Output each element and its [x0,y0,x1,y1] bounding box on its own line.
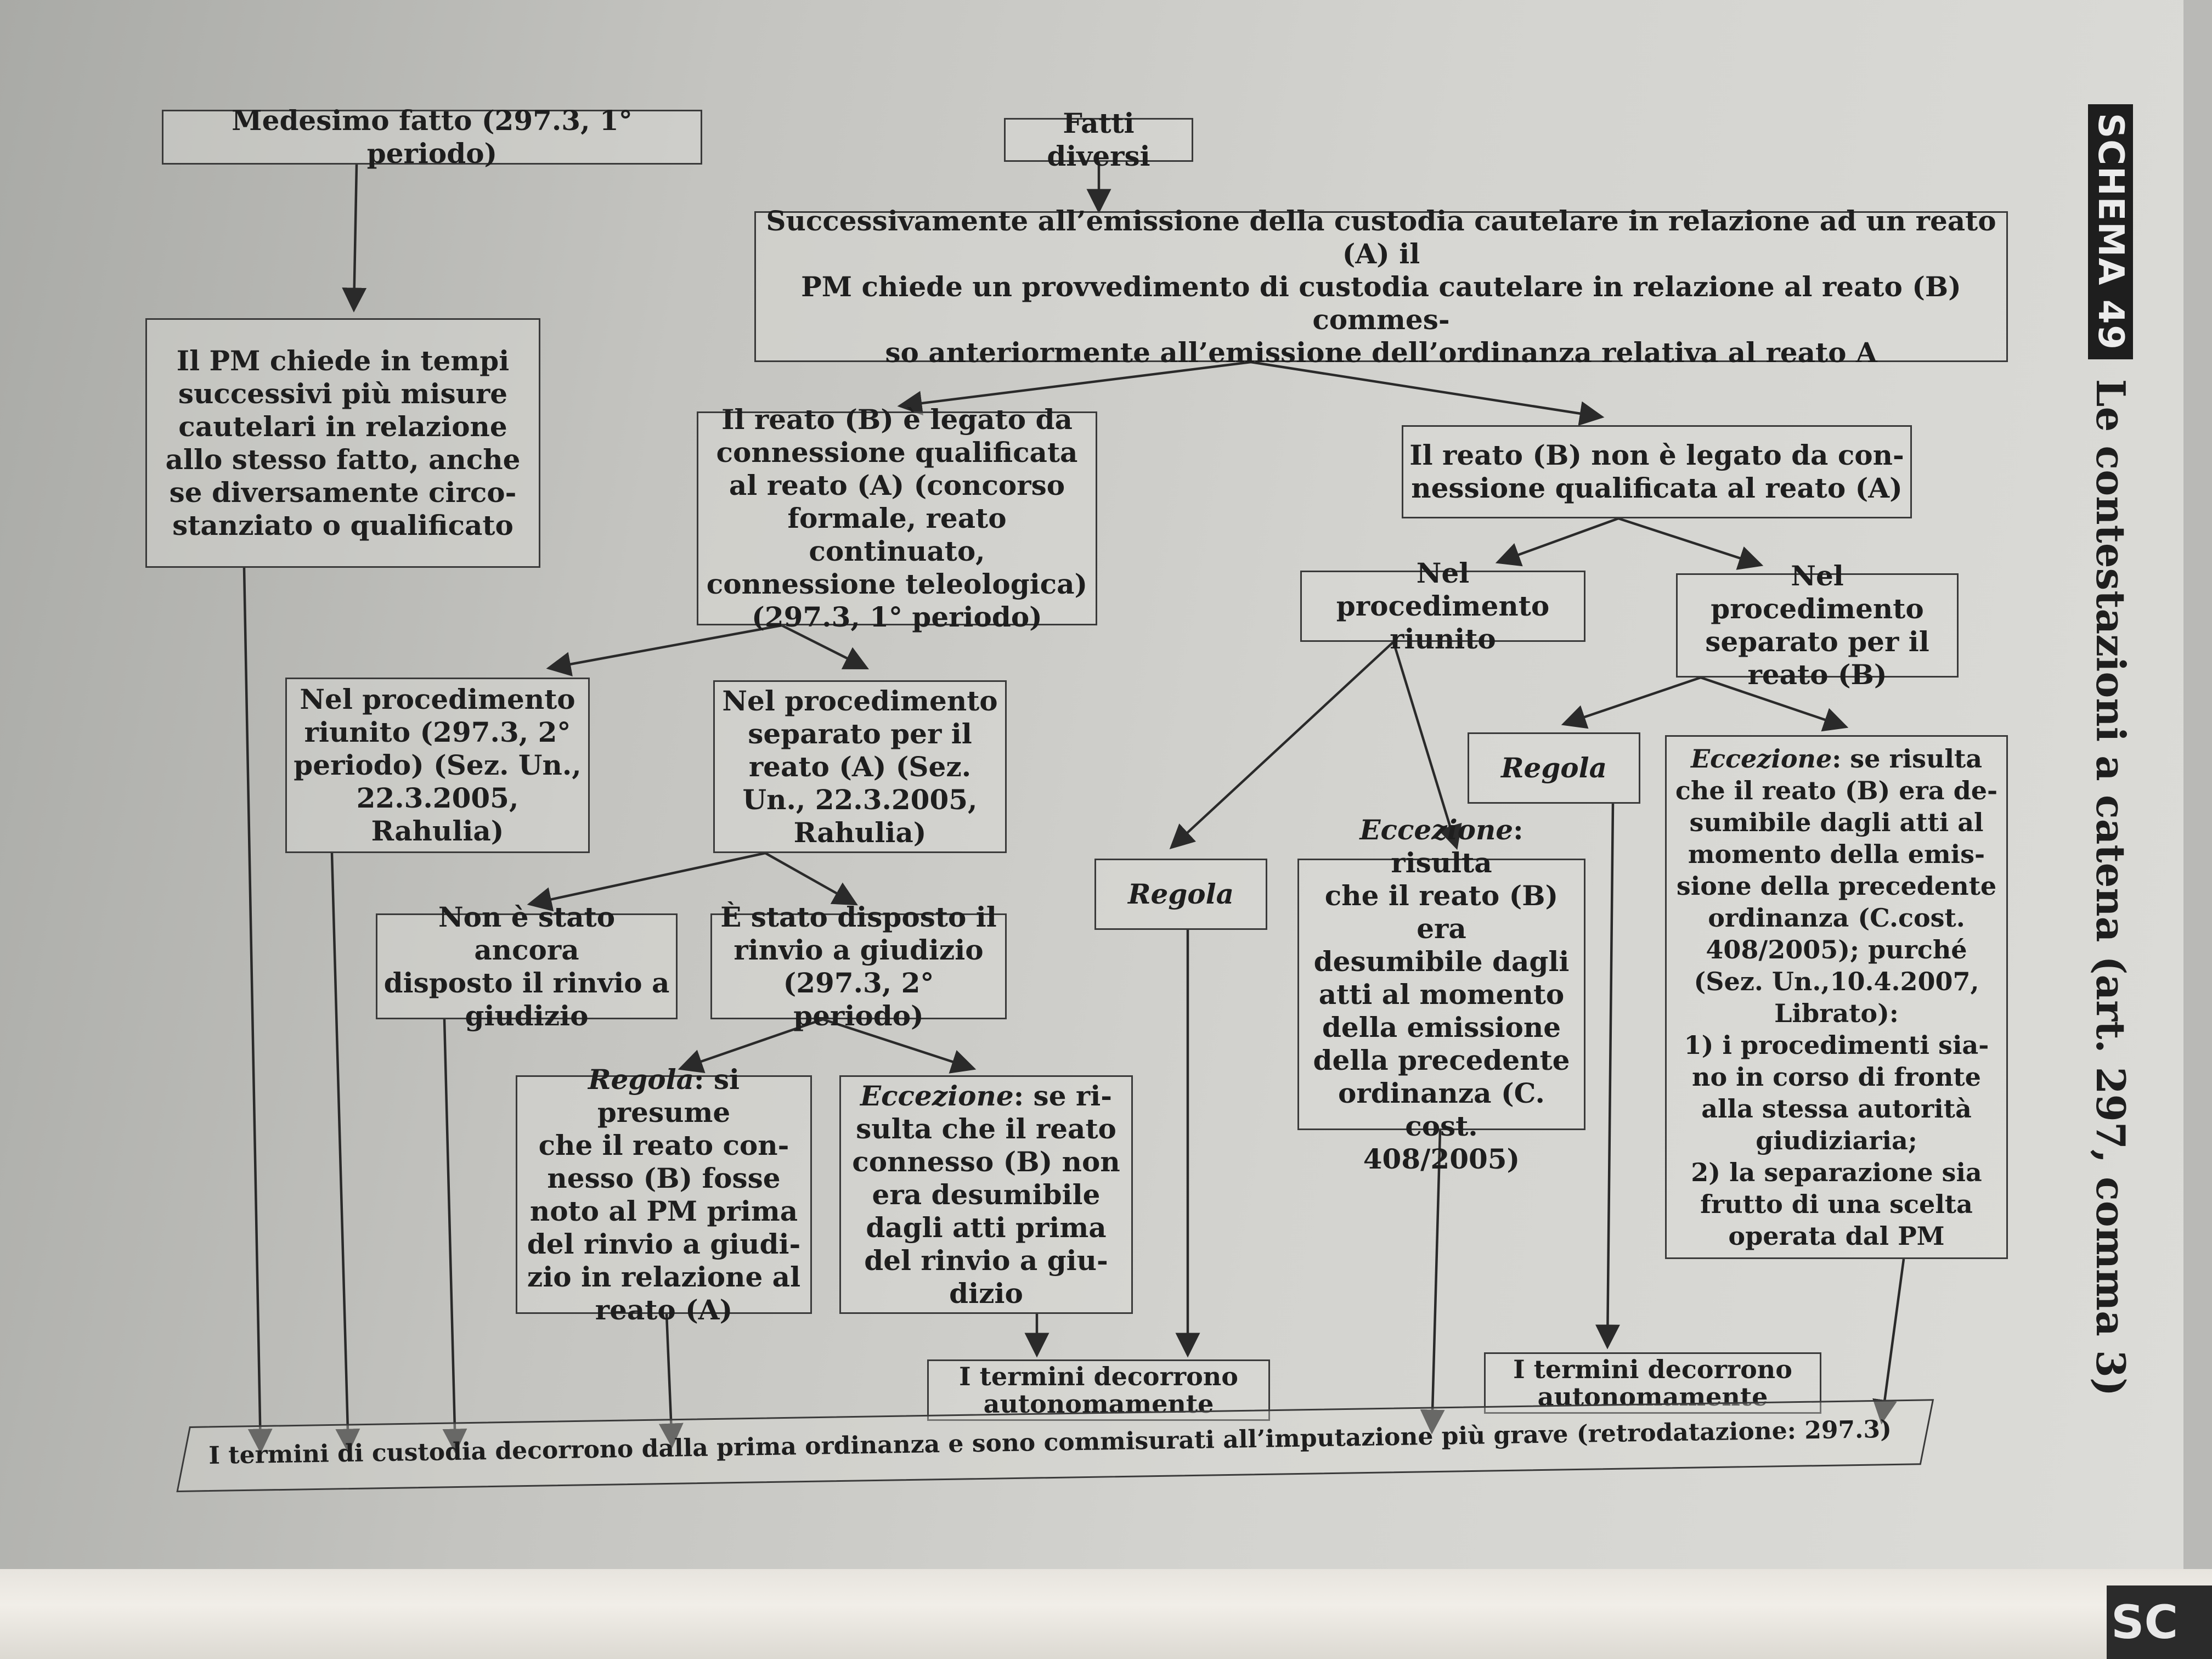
pm-chiede-box: Il PM chiede in tempi successivi più mis… [145,318,540,568]
regola-right-box: Regola [1468,732,1640,804]
arrow [1420,1130,1445,1435]
medesimo-fatto-box: Medesimo fatto (297.3, 1° periodo) [162,104,702,170]
arrow [678,1018,823,1074]
arrow [1169,641,1395,850]
successivamente-box: Successivamente all’emissione della cust… [754,205,2008,369]
termini-autonomi-box-2: I termini decorrono autonomamente [1484,1352,1821,1414]
page-edge [0,1569,2212,1659]
proc-riunito-left-box: Nel procedimento riunito (297.3, 2° peri… [285,678,590,853]
arrow [1250,360,1605,426]
legato-connessione-box: Il reato (B) è legato da connessione qua… [697,403,1097,633]
arrow [781,624,870,670]
arrow [1561,676,1701,729]
arrow [1392,641,1462,850]
proc-separato-right-box: Nel procedimento separato per il reato (… [1676,560,1959,691]
arrow [330,853,360,1454]
regola-mid-box: Regola [1094,859,1267,930]
proc-riunito-right-box: Nel procedimento riunito [1300,557,1585,655]
arrow [658,1313,684,1448]
arrow [242,567,273,1454]
arrow [546,624,782,676]
non-disposto-box: Non è stato ancora disposto il rinvio a … [376,901,678,1032]
schema-badge: SCHEMA 49 [2088,104,2134,359]
proc-separato-left-box: Nel procedimento separato per il reato (… [713,680,1007,853]
next-page-tab: SC [2107,1585,2212,1659]
non-legato-box: Il reato (B) non è legato da con- nessio… [1402,425,1912,518]
eccezione-riunito-box: Eccezione: risulta che il reato (B) era … [1297,814,1585,1175]
eccezione-rinvio-box: Eccezione: se ri- sulta che il reato con… [839,1075,1133,1314]
book-page [0,0,2183,1569]
arrow [897,360,1251,416]
regola-presume-box: Regola: si presume che il reato con- nes… [516,1063,812,1326]
arrow [442,1019,467,1454]
fatti-diversi-box: Fatti diversi [1004,107,1193,172]
arrow [1595,803,1620,1350]
arrow [1700,676,1849,732]
termini-autonomi-box-1: I termini decorrono autonomamente [927,1359,1270,1421]
eccezione-separato-box: Eccezione: se risulta che il reato (B) e… [1665,735,2008,1259]
arrow [1872,1259,1905,1425]
arrow [764,852,858,906]
arrow [1618,517,1764,570]
arrow [1495,517,1619,567]
arrow [527,851,766,912]
arrow [342,164,367,313]
arrow [822,1018,977,1074]
side-header: SCHEMA 49 Le contestazioni a catena (art… [2087,104,2134,1396]
disposto-box: È stato disposto il rinvio a giudizio (2… [710,901,1007,1032]
schema-title: Le contestazioni a catena (art. 297, com… [2087,379,2134,1397]
